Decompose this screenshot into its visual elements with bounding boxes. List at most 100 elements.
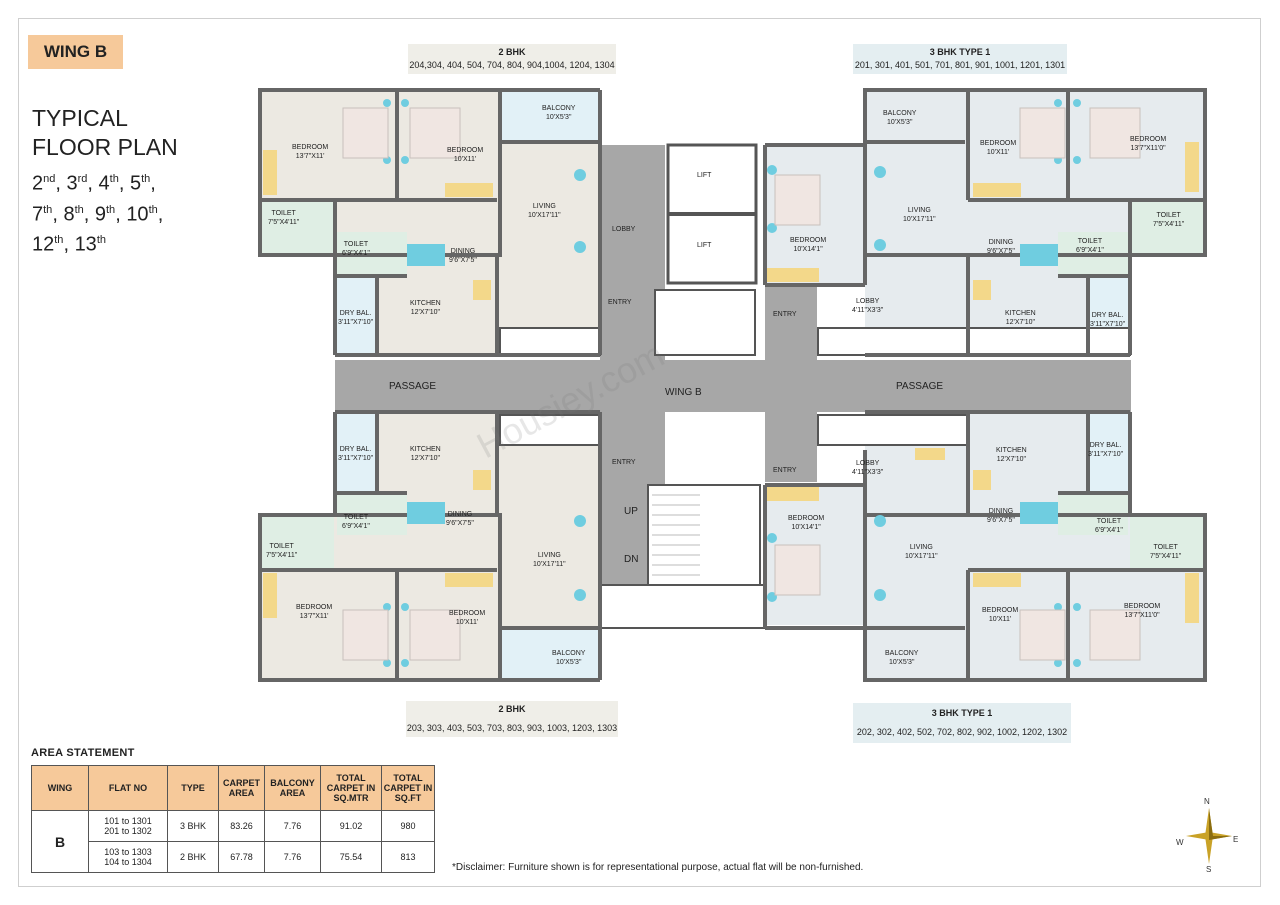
floor-suffix: th (109, 173, 119, 185)
floor-suffix: th (141, 173, 151, 185)
floor-list: 2nd, 3rd, 4th, 5th, 7th, 8th, 9th, 10th,… (32, 172, 164, 256)
floor-8: 8 (63, 203, 75, 226)
unit-type: 3 BHK TYPE 1 (931, 708, 993, 718)
lift-label: LIFT (697, 172, 712, 179)
floor-suffix: rd (77, 173, 88, 185)
balcony-cell: 7.76 (264, 841, 321, 873)
entry-label: ENTRY (773, 311, 797, 318)
unit-type: 2 BHK (498, 704, 526, 714)
floor-3: 3 (66, 172, 78, 195)
unit-type: 2 BHK (498, 47, 526, 57)
passage-label: PASSAGE (896, 381, 944, 392)
area-statement-table: WING FLAT NO TYPE CARPET AREA BALCONY AR… (31, 765, 435, 873)
wing-tag: WING B (28, 35, 123, 69)
type-cell: 3 BHK (167, 810, 219, 842)
room-label: DRY BAL.3'11"X7'10" (1090, 312, 1126, 328)
col-header: CARPET AREA (218, 765, 265, 811)
wing-cell: B (31, 810, 89, 873)
stair-down-label: DN (624, 554, 639, 565)
floor-7: 7 (32, 203, 44, 226)
sqm-cell: 91.02 (320, 810, 382, 842)
col-header: TYPE (167, 765, 219, 811)
col-header: TOTAL CARPET IN SQ.MTR (320, 765, 382, 811)
area-statement-title: AREA STATEMENT (31, 747, 135, 759)
room-label: DRY BAL.3'11"X7'10" (338, 310, 374, 326)
floor-suffix: th (54, 234, 64, 247)
wing-label: WING B (665, 387, 702, 398)
floor-suffix: th (43, 203, 53, 216)
floor-suffix: th (106, 203, 116, 216)
floor-10: 10 (126, 203, 149, 226)
type-cell: 2 BHK (167, 841, 219, 873)
wardrobes (263, 142, 1199, 623)
floor-9: 9 (94, 203, 106, 226)
compass-north: N (1204, 797, 1210, 806)
page-frame (18, 18, 1261, 887)
carpet-cell: 83.26 (218, 810, 265, 842)
sqft-cell: 813 (381, 841, 435, 873)
carpet-cell: 67.78 (218, 841, 265, 873)
unit-header-top-left: 2 BHK 204,304, 404, 504, 704, 804, 904,1… (408, 44, 616, 74)
passage-label: PASSAGE (389, 381, 437, 392)
table-header-row: WING FLAT NO TYPE CARPET AREA BALCONY AR… (31, 765, 435, 811)
entry-label: ENTRY (608, 299, 632, 306)
entry-label: ENTRY (773, 467, 797, 474)
walls (258, 88, 1207, 682)
unit-type: 3 BHK TYPE 1 (929, 47, 991, 57)
lobby-label: LOBBY (612, 226, 636, 233)
unit-numbers: 201, 301, 401, 501, 701, 801, 901, 1001,… (854, 60, 1066, 70)
floor-suffix: th (148, 203, 158, 216)
floor-4: 4 (98, 172, 110, 195)
unit-numbers: 202, 302, 402, 502, 702, 802, 902, 1002,… (856, 727, 1068, 737)
unit-header-bottom-left: 2 BHK 203, 303, 403, 503, 703, 803, 903,… (406, 701, 618, 737)
unit-header-top-right: 3 BHK TYPE 1 201, 301, 401, 501, 701, 80… (853, 44, 1067, 74)
unit-numbers: 204,304, 404, 504, 704, 804, 904,1004, 1… (409, 60, 615, 70)
col-header: FLAT NO (88, 765, 168, 811)
balcony-cell: 7.76 (264, 810, 321, 842)
beds (342, 107, 1141, 661)
room-label: DRY BAL.3'11"X7'10" (338, 446, 374, 462)
title-line-1: TYPICAL (32, 105, 128, 131)
lift-label: LIFT (697, 242, 712, 249)
floor-13: 13 (74, 233, 97, 256)
sqm-cell: 75.54 (320, 841, 382, 873)
unit-header-bottom-right: 3 BHK TYPE 1 202, 302, 402, 502, 702, 80… (853, 703, 1071, 743)
plan-title: TYPICAL FLOOR PLAN (32, 104, 178, 162)
disclaimer: *Disclaimer: Furniture shown is for repr… (452, 862, 864, 873)
floor-12: 12 (32, 233, 55, 256)
sqft-cell: 980 (381, 810, 435, 842)
compass-icon (1186, 808, 1232, 864)
floor-5: 5 (129, 172, 142, 195)
